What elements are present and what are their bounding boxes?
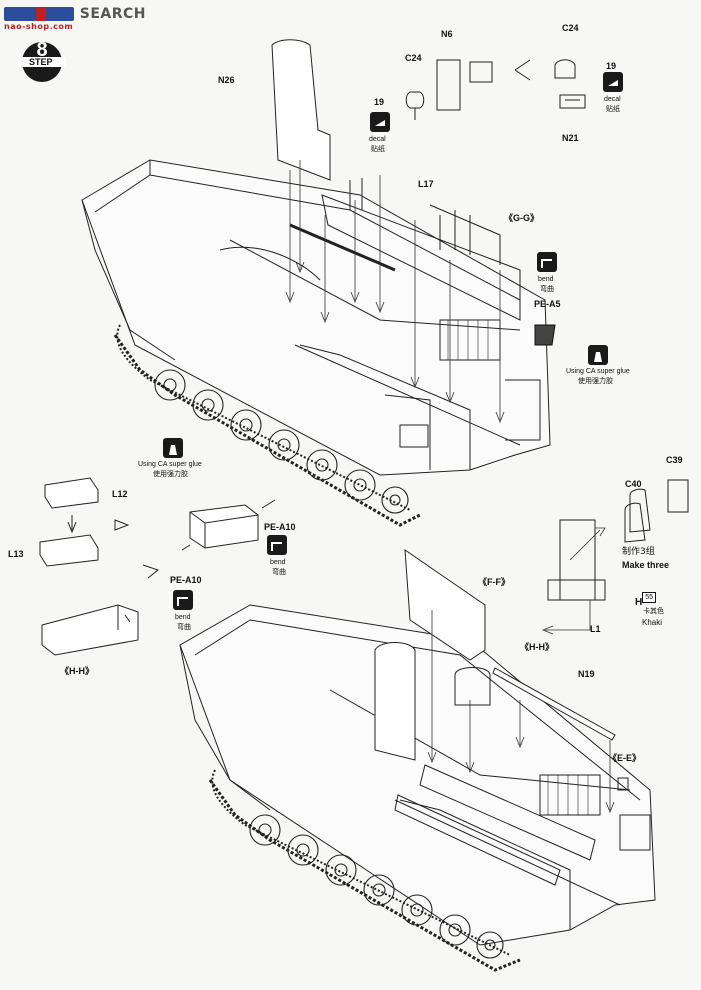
note-decal-en-left: decal xyxy=(369,136,386,143)
label-l12: L12 xyxy=(112,489,128,499)
note-decal-cn-right: 贴纸 xyxy=(606,105,620,113)
note-bend-en-a: bend xyxy=(270,559,286,566)
label-pe-a10-right: PE-A10 xyxy=(264,522,296,532)
label-n19: N19 xyxy=(578,669,595,679)
label-l13: L13 xyxy=(8,549,24,559)
svg-text:8: 8 xyxy=(36,40,47,61)
label-ff: 《F-F》 xyxy=(478,577,510,587)
note-bend-en-b: bend xyxy=(175,614,191,621)
step-badge: 8 STEP 8 xyxy=(16,39,68,84)
upper-hull-drawing xyxy=(81,39,556,527)
step-label: STEP xyxy=(29,57,53,67)
label-l1: L1 xyxy=(590,624,601,634)
upper-arrows xyxy=(285,160,505,424)
watermark: SEARCH nao-shop.com xyxy=(4,4,146,31)
note-make-cn: 制作3组 xyxy=(622,547,655,557)
label-19-top: 19 xyxy=(606,61,617,71)
note-glue-en-left: Using CA super glue xyxy=(138,461,202,468)
label-gg: 《G-G》 xyxy=(504,213,539,223)
label-n21: N21 xyxy=(562,133,579,143)
note-make-en: Make three xyxy=(622,560,670,570)
label-hh-left: 《H-H》 xyxy=(60,666,94,676)
note-bend-en-top: bend xyxy=(538,276,554,283)
note-khaki-en: Khaki xyxy=(642,618,663,627)
lower-arrows xyxy=(427,527,615,814)
label-n6: N6 xyxy=(441,29,453,39)
label-pe-a10-left: PE-A10 xyxy=(170,575,202,585)
note-decal-en-right: decal xyxy=(604,96,621,103)
note-bend-cn-a: 弯曲 xyxy=(272,568,286,576)
note-bend-cn-b: 弯曲 xyxy=(177,623,191,631)
label-c24-top: C24 xyxy=(405,53,422,63)
watermark-text: SEARCH xyxy=(79,6,146,22)
label-c40: C40 xyxy=(625,479,642,489)
label-n26: N26 xyxy=(218,75,235,85)
top-right-parts xyxy=(405,59,586,120)
label-l17: L17 xyxy=(418,179,434,189)
label-19-left: 19 xyxy=(374,97,385,107)
note-glue-en-right: Using CA super glue xyxy=(566,368,630,375)
note-icons xyxy=(163,72,623,610)
note-khaki-cn: 卡其色 xyxy=(643,607,664,615)
watermark-sub: nao-shop.com xyxy=(4,22,74,31)
label-pe-a5: PE-A5 xyxy=(534,299,561,309)
color-code-55: 55 xyxy=(642,592,657,603)
note-glue-cn-right: 使用强力胶 xyxy=(578,377,613,385)
label-c39: C39 xyxy=(666,455,683,465)
note-glue-cn-left: 使用强力胶 xyxy=(153,470,188,478)
note-decal-cn-left: 贴纸 xyxy=(371,145,385,153)
note-bend-cn-top: 弯曲 xyxy=(540,285,554,293)
step-badge-icon: 8 xyxy=(18,39,66,82)
label-c24-right: C24 xyxy=(562,23,579,33)
color-code-letter: H xyxy=(635,597,643,608)
watermark-logo-icon xyxy=(4,6,74,21)
lower-hull-drawing xyxy=(179,479,689,972)
label-hh-mid: 《H-H》 xyxy=(520,642,554,652)
color-code: H 81 55 xyxy=(635,592,657,610)
label-ee: 《E-E》 xyxy=(608,753,642,763)
left-parts xyxy=(39,477,276,656)
